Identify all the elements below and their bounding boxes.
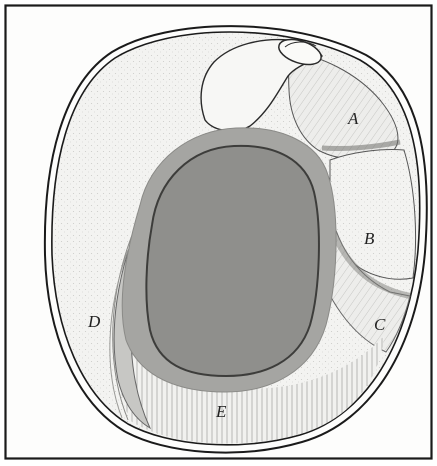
central-mass [146, 146, 319, 376]
label-d: D [87, 312, 101, 331]
label-e: E [215, 402, 227, 421]
label-c: C [374, 315, 386, 334]
label-a: A [347, 109, 359, 128]
label-b: B [364, 229, 375, 248]
